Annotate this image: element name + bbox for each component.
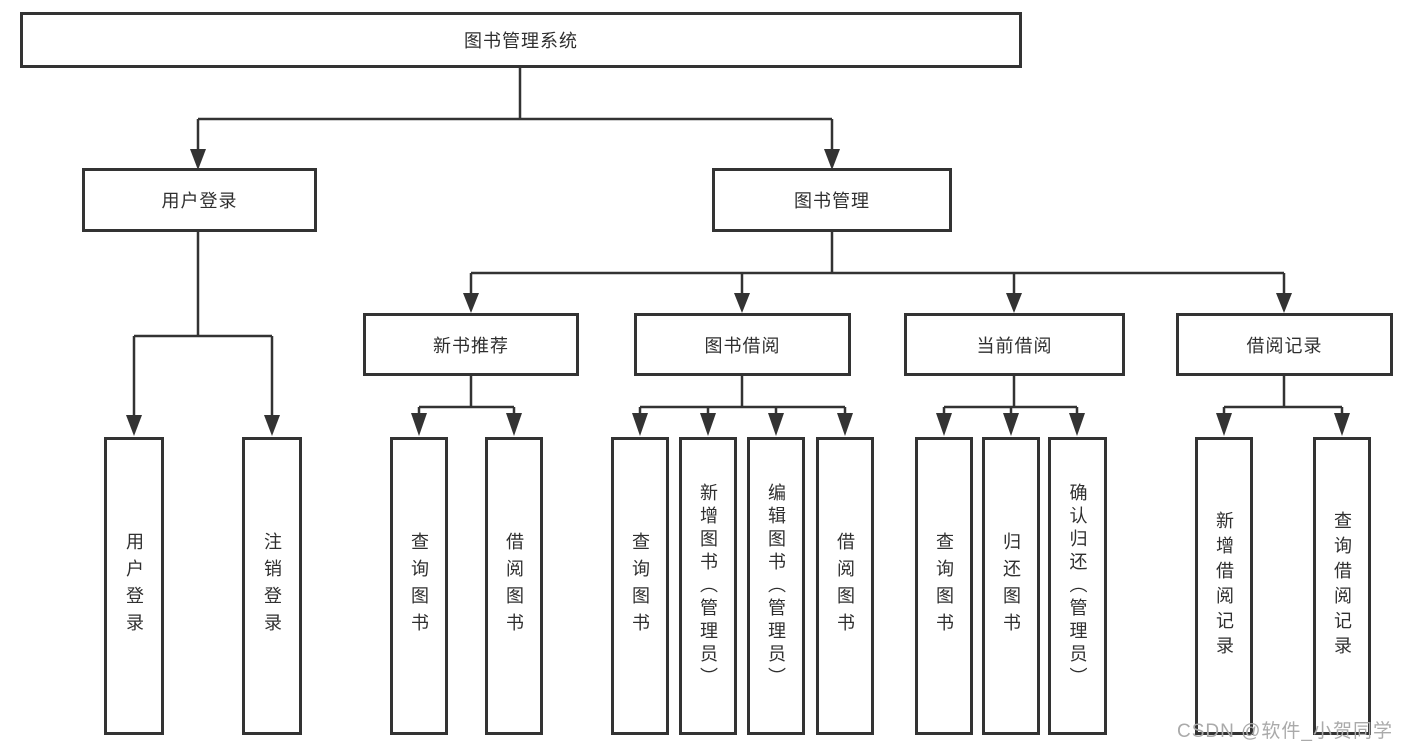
arrow-down-icon xyxy=(126,415,142,436)
node-borrowing-edit-books-admin: 编辑图书（管理员） xyxy=(747,437,805,735)
arrow-down-icon xyxy=(1216,413,1232,436)
connector-book-borrow-children xyxy=(632,376,853,436)
node-label: 编辑图书（管理员） xyxy=(766,482,786,690)
connector-current-borrow-children xyxy=(936,376,1085,436)
arrow-down-icon xyxy=(1276,293,1292,313)
node-new-book-recommend: 新书推荐 xyxy=(363,313,579,376)
node-label: 借阅图书 xyxy=(504,532,524,640)
node-recommend-borrow-books: 借阅图书 xyxy=(485,437,543,735)
connector-root-to-level2 xyxy=(190,68,840,170)
arrow-down-icon xyxy=(734,293,750,313)
arrow-down-icon xyxy=(264,415,280,436)
arrow-down-icon xyxy=(1069,413,1085,436)
arrow-down-icon xyxy=(824,149,840,170)
connector-new-book-recommend-children xyxy=(411,376,522,436)
node-label: 图书借阅 xyxy=(704,335,781,356)
node-root-system: 图书管理系统 xyxy=(20,12,1022,68)
node-current-confirm-return-admin: 确认归还（管理员） xyxy=(1048,437,1107,735)
connector-book-management-children xyxy=(463,232,1292,313)
node-logout-op: 注销登录 xyxy=(242,437,302,735)
arrow-down-icon xyxy=(936,413,952,436)
node-label: 当前借阅 xyxy=(976,335,1053,356)
node-label: 新增借阅记录 xyxy=(1214,511,1234,661)
arrow-down-icon xyxy=(463,293,479,313)
node-label: 用户登录 xyxy=(124,532,144,640)
node-book-borrow: 图书借阅 xyxy=(634,313,851,376)
node-label: 注销登录 xyxy=(262,532,282,640)
node-label: 用户登录 xyxy=(161,191,238,211)
node-recommend-query-books: 查询图书 xyxy=(390,437,448,735)
node-label: 新书推荐 xyxy=(433,335,509,356)
arrow-down-icon xyxy=(837,413,853,436)
arrow-down-icon xyxy=(1334,413,1350,436)
arrow-down-icon xyxy=(1003,413,1019,436)
node-label: 图书管理 xyxy=(794,191,870,211)
node-label: 借阅记录 xyxy=(1246,335,1323,356)
arrow-down-icon xyxy=(768,413,784,436)
connector-borrow-records-children xyxy=(1216,376,1350,436)
node-label: 查询图书 xyxy=(630,532,650,640)
node-label: 借阅图书 xyxy=(835,532,855,640)
node-borrowing-borrow-books: 借阅图书 xyxy=(816,437,874,735)
node-borrowing-query-books: 查询图书 xyxy=(611,437,669,735)
arrow-down-icon xyxy=(506,413,522,436)
arrow-down-icon xyxy=(1006,293,1022,313)
arrow-down-icon xyxy=(411,413,427,436)
node-records-query-record: 查询借阅记录 xyxy=(1313,437,1371,735)
node-label: 查询图书 xyxy=(409,532,429,640)
connector-user-login-children xyxy=(126,232,280,436)
node-current-query-books: 查询图书 xyxy=(915,437,973,735)
node-book-management: 图书管理 xyxy=(712,168,952,232)
arrow-down-icon xyxy=(190,149,206,170)
node-current-return-books: 归还图书 xyxy=(982,437,1040,735)
node-label: 查询图书 xyxy=(934,532,954,640)
node-label: 查询借阅记录 xyxy=(1332,511,1352,661)
node-current-borrow: 当前借阅 xyxy=(904,313,1125,376)
csdn-watermark: CSDN @软件_小贺同学 xyxy=(1177,721,1393,742)
node-records-add-record: 新增借阅记录 xyxy=(1195,437,1253,735)
arrow-down-icon xyxy=(632,413,648,436)
arrow-down-icon xyxy=(700,413,716,436)
node-borrow-records: 借阅记录 xyxy=(1176,313,1393,376)
node-user-login-op: 用户登录 xyxy=(104,437,164,735)
node-label: 新增图书（管理员） xyxy=(698,482,718,690)
node-label: 归还图书 xyxy=(1001,532,1021,640)
node-label: 确认归还（管理员） xyxy=(1067,482,1088,690)
node-borrowing-add-books-admin: 新增图书（管理员） xyxy=(679,437,737,735)
node-user-login: 用户登录 xyxy=(82,168,317,232)
node-label: 图书管理系统 xyxy=(464,31,578,51)
